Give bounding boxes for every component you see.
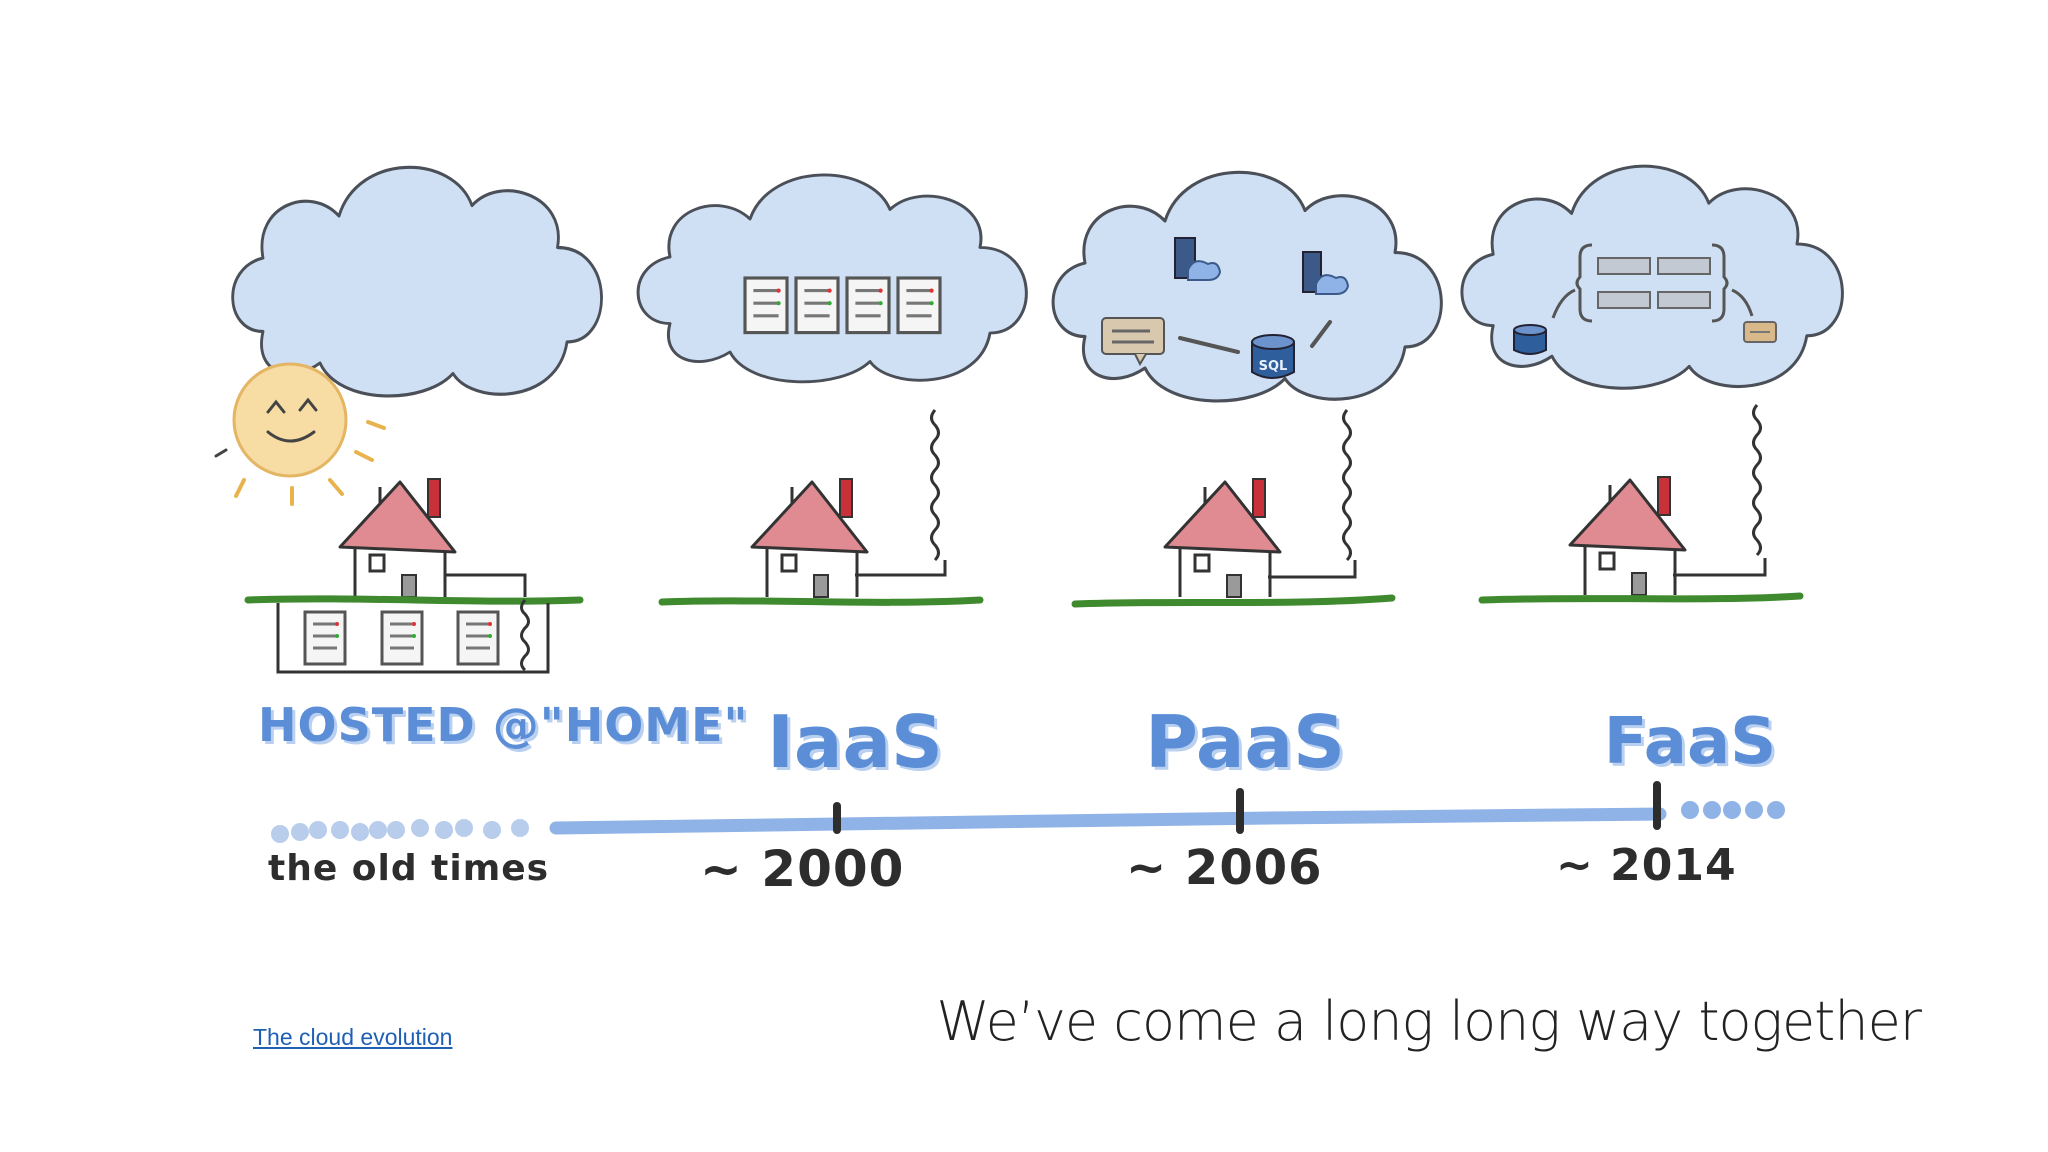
paas-connection-cable [1342, 409, 1352, 562]
iaas-house-icon [750, 477, 947, 599]
faas-connection-cable [1752, 404, 1762, 557]
timeline-dots-start [271, 819, 529, 843]
era-label-hosted: HOSTED @"HOME" [258, 698, 749, 752]
message-queue-icon [1101, 317, 1165, 367]
database-icon: SQL [1251, 334, 1295, 379]
web-app-icon [1174, 237, 1350, 295]
grass-line [244, 595, 584, 605]
era-date-2006: ~ 2006 [1126, 840, 1323, 896]
timeline-line [549, 781, 1667, 835]
faas-house-icon [1568, 475, 1767, 597]
hosted-cloud [231, 165, 604, 398]
basement-servers [276, 599, 550, 674]
era-label-paas: PaaS [1145, 700, 1345, 784]
sun-icon [214, 362, 386, 506]
timeline-dots-end [1681, 801, 1785, 819]
faas-message-icon [1743, 321, 1777, 343]
paas-grass-line [1071, 594, 1396, 608]
faas-database-icon [1513, 324, 1547, 355]
faas-cloud [1460, 164, 1844, 390]
functions-icon [1575, 243, 1729, 323]
era-date-old-times: the old times [268, 848, 550, 889]
iaas-grass-line [658, 596, 984, 606]
source-link[interactable]: The cloud evolution [253, 1024, 453, 1050]
database-label: SQL [1259, 359, 1288, 374]
era-date-2000: ~ 2000 [700, 840, 905, 898]
iaas-cloud [636, 173, 1028, 384]
paas-house-icon [1163, 477, 1357, 599]
era-label-iaas: IaaS [767, 700, 943, 784]
faas-grass-line [1478, 592, 1804, 604]
iaas-connection-cable [930, 409, 940, 562]
era-date-2014: ~ 2014 [1556, 840, 1737, 891]
house-icon [338, 477, 527, 599]
slide-tagline: We’ve come a long long way together [936, 990, 1922, 1053]
era-label-faas: FaaS [1603, 705, 1777, 779]
paas-cloud: SQL [1051, 170, 1443, 403]
